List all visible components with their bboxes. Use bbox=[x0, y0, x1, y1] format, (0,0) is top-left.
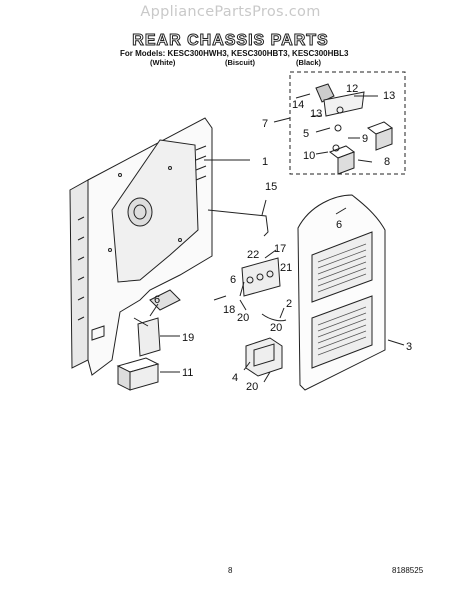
callout-20c: 20 bbox=[246, 381, 258, 393]
callout-6b: 6 bbox=[230, 274, 236, 286]
leader-17 bbox=[264, 249, 277, 259]
color-white: (White) bbox=[150, 58, 176, 67]
callout-2: 2 bbox=[286, 298, 292, 310]
site-watermark: AppliancePartsPros.com bbox=[140, 4, 321, 20]
page-number: 8 bbox=[228, 566, 233, 575]
callout-13a: 13 bbox=[383, 90, 395, 102]
callout-10: 10 bbox=[303, 150, 315, 162]
callout-3: 3 bbox=[406, 341, 412, 353]
strain-relief-clamp bbox=[133, 317, 161, 357]
callout-9: 9 bbox=[362, 133, 368, 145]
diagram-title: REAR CHASSIS PARTS bbox=[132, 32, 329, 50]
callout-22: 22 bbox=[247, 249, 259, 261]
callout-6a: 6 bbox=[336, 219, 342, 231]
leader-14 bbox=[295, 93, 311, 99]
wire-2 bbox=[261, 313, 287, 322]
wire-rod bbox=[207, 209, 269, 237]
callout-19: 19 bbox=[182, 332, 194, 344]
callout-7: 7 bbox=[262, 118, 268, 130]
lower-bracket bbox=[245, 337, 283, 377]
callout-20b: 20 bbox=[270, 322, 282, 334]
callout-4: 4 bbox=[232, 372, 238, 384]
callout-1: 1 bbox=[262, 156, 268, 168]
leader-7 bbox=[273, 117, 291, 123]
callout-11: 11 bbox=[182, 367, 193, 379]
callout-17: 17 bbox=[274, 243, 286, 255]
junction-box bbox=[116, 357, 160, 391]
callout-6c: 6 bbox=[154, 294, 160, 306]
callout-14: 14 bbox=[292, 99, 304, 111]
document-number: 8188525 bbox=[392, 566, 424, 575]
callout-15: 15 bbox=[265, 181, 277, 193]
callout-8: 8 bbox=[384, 156, 390, 168]
callout-labels: 1 2 3 4 5 6 6 6 7 8 9 10 11 12 13 13 14 … bbox=[154, 83, 412, 393]
terminal-block bbox=[241, 257, 281, 297]
color-biscuit: (Biscuit) bbox=[225, 58, 255, 67]
callout-5: 5 bbox=[303, 128, 309, 140]
leader-3 bbox=[387, 339, 405, 346]
callout-13b: 13 bbox=[310, 108, 322, 120]
callout-21: 21 bbox=[280, 262, 292, 274]
inset-box bbox=[289, 71, 406, 175]
inset-bracket-12 bbox=[315, 83, 335, 103]
leader-15 bbox=[261, 199, 267, 216]
rear-cover-panel bbox=[297, 194, 386, 391]
rear-chassis-panel bbox=[69, 117, 213, 376]
color-black: (Black) bbox=[296, 58, 322, 67]
model-list: For Models: KESC300HWH3, KESC300HBT3, KE… bbox=[120, 49, 349, 58]
callout-18: 18 bbox=[223, 304, 235, 316]
inset-block-8 bbox=[328, 121, 394, 175]
callout-20a: 20 bbox=[237, 312, 249, 324]
callout-12: 12 bbox=[346, 83, 358, 95]
inset-plate bbox=[323, 91, 365, 117]
